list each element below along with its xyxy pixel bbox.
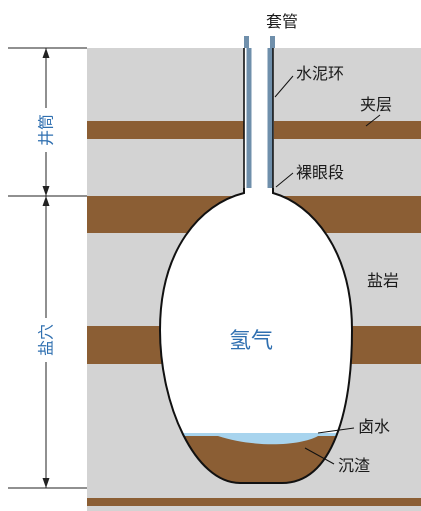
wellbore-bore: [253, 40, 265, 193]
arrow-up-1: [42, 48, 50, 58]
leader-sediment: [304, 447, 335, 465]
leader-open-hole: [275, 172, 294, 188]
sediment-label: 沉渣: [338, 456, 370, 475]
wellbore-label: 井筒: [37, 114, 56, 146]
hydrogen-label: 氢气: [229, 329, 273, 354]
leader-interlayer: [365, 114, 381, 127]
open-hole-label: 裸眼段: [296, 163, 344, 182]
arrow-up-2: [42, 196, 50, 206]
brine-label: 卤水: [358, 417, 390, 436]
salt-rock-label: 盐岩: [367, 271, 399, 290]
casing-left: [246, 48, 252, 188]
salt-cavern: [160, 188, 352, 483]
leader-brine: [317, 427, 355, 434]
cavern-label-bg: [36, 318, 56, 362]
casing-label: 套管: [266, 12, 298, 31]
cavern-outline: [158, 188, 354, 484]
arrow-down-1: [42, 186, 50, 196]
wellbore-label-bg: [36, 108, 56, 152]
brine-layer: [160, 433, 352, 445]
casing-right: [267, 48, 273, 188]
interlayer-label: 夹层: [360, 95, 392, 114]
leader-cement: [274, 75, 294, 98]
arrow-down-2: [42, 478, 50, 488]
cement-ring-label: 水泥环: [296, 64, 344, 83]
interlayer-band-4: [87, 498, 421, 506]
salt-cavern-label: 盐穴: [37, 324, 56, 356]
